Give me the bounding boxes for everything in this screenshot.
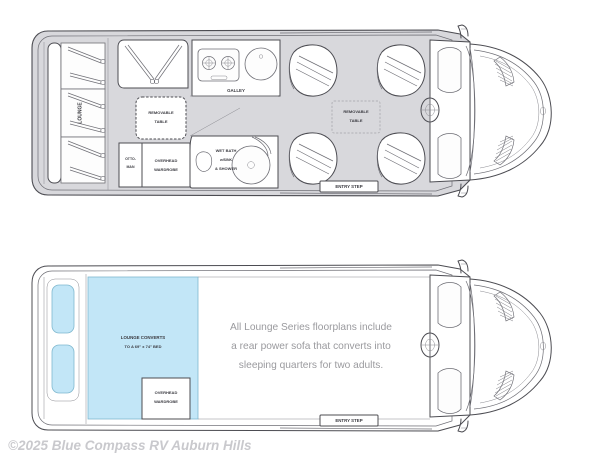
overhead-wardrobe-night: OVERHEAD WARDROBE (141, 377, 191, 420)
wet-bath-day: WET BATH w/SINK & SHOWER (189, 107, 279, 189)
seatbelt-group-3 (67, 140, 106, 182)
label-lounge: LOUNGE (77, 102, 83, 124)
entry-step-day: ENTRY STEP (319, 180, 379, 193)
mirror-lower (457, 183, 469, 198)
floorplan-note: All Lounge Series floorplans include a r… (230, 322, 392, 371)
label-lounge-converts-line1: LOUNGE CONVERTS (121, 335, 165, 340)
night-floorplan: LOUNGE CONVERTS TO A 69" x 74" BED OVERH… (31, 259, 552, 433)
galley-day: GALLEY (191, 39, 281, 97)
label-wet-bath-line1: WET BATH (216, 148, 237, 153)
front-vent-upper (493, 56, 515, 87)
label-entry-step-night: ENTRY STEP (335, 418, 362, 423)
removable-table-right-day: REMOVABLE TABLE (331, 100, 381, 134)
removable-table-left-day: REMOVABLE TABLE (135, 96, 187, 140)
van-body-outline-night (31, 264, 471, 432)
label-overhead-wardrobe-line2: WARDROBE (154, 167, 178, 172)
galley-sink (244, 47, 278, 81)
label-lounge-converts-line2: TO A 69" x 74" BED (125, 344, 162, 349)
front-vent-upper-night (493, 291, 515, 322)
steering-wheel-night (420, 332, 440, 358)
label-wet-bath-line2: w/SINK (219, 158, 233, 162)
captain-chair-front-right (376, 132, 426, 185)
steering-wheel (420, 97, 440, 123)
label-galley: GALLEY (227, 88, 245, 93)
copyright-text: ©2025 Blue Compass RV Auburn Hills (8, 438, 252, 453)
label-removable-table-right-line1: REMOVABLE (343, 109, 369, 114)
mirror-upper-night (457, 259, 469, 274)
front-lounge-seat-day (117, 39, 189, 89)
mirror-lower-night (457, 418, 469, 433)
captain-chair-rear-right (288, 132, 338, 185)
ottoman-day: OTTO- MAN (118, 142, 143, 188)
overhead-wardrobe-day: OVERHEAD WARDROBE (141, 142, 191, 188)
label-removable-table-left-line2: TABLE (154, 119, 167, 124)
front-vent-lower-night (493, 370, 515, 401)
cab-area-night (279, 259, 552, 433)
label-overhead-wardrobe-night-line1: OVERHEAD (155, 390, 178, 395)
front-vent-lower (493, 135, 515, 166)
label-removable-table-right-line2: TABLE (349, 118, 362, 123)
entry-step-night: ENTRY STEP (319, 414, 379, 427)
label-ottoman-line1: OTTO- (125, 157, 137, 161)
captain-chair-front-left (376, 44, 426, 97)
cab-area-day (279, 24, 552, 198)
note-line-3: sleeping quarters for two adults. (239, 360, 383, 371)
seatbelt-group-2 (67, 92, 106, 134)
seatbelt-group-1 (67, 46, 106, 86)
label-removable-table-left-line1: REMOVABLE (148, 110, 174, 115)
note-line-2: a rear power sofa that converts into (231, 341, 391, 352)
label-entry-step-day: ENTRY STEP (335, 184, 362, 189)
label-wet-bath-line3: & SHOWER (215, 166, 237, 171)
note-line-1: All Lounge Series floorplans include (230, 322, 392, 333)
cooktop-burners (202, 56, 235, 80)
captain-chair-rear-left (288, 44, 338, 97)
lounge-sofa-day: LOUNGE (47, 42, 106, 184)
label-overhead-wardrobe-line1: OVERHEAD (155, 158, 178, 163)
label-ottoman-line2: MAN (127, 165, 135, 169)
mirror-upper (457, 24, 469, 39)
day-floorplan: LOUNGE (31, 24, 552, 198)
label-overhead-wardrobe-night-line2: WARDROBE (154, 399, 178, 404)
rear-pillows-night (46, 278, 80, 402)
